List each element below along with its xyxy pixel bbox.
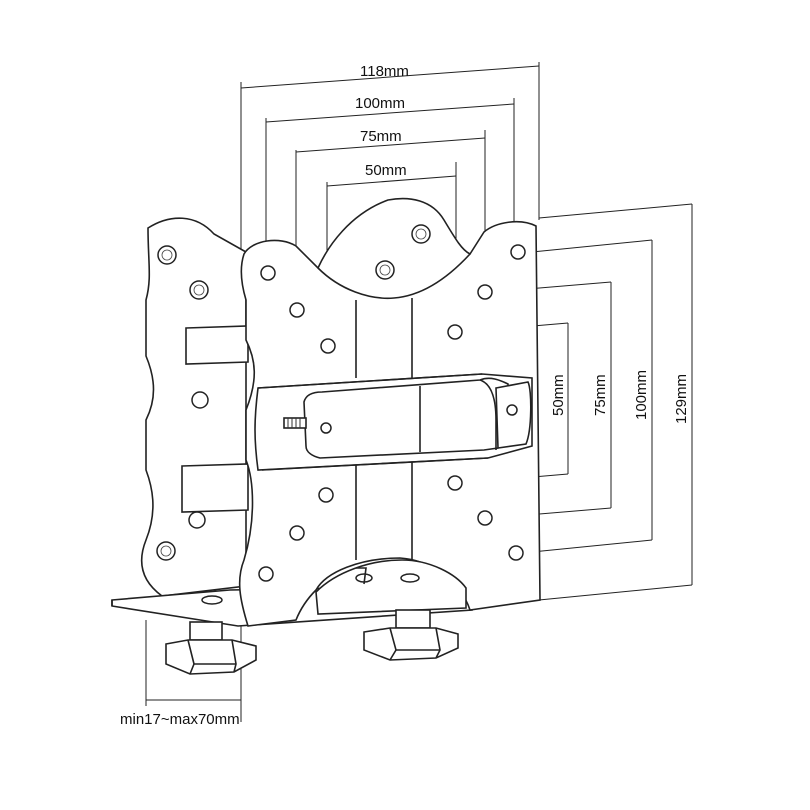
clamp-knob-left <box>165 621 257 675</box>
label-height-75: 75mm <box>592 374 609 416</box>
horizontal-rails <box>181 325 249 513</box>
dimension-labels: 118mm 100mm 75mm 50mm 50mm 75mm 100mm 12… <box>120 63 690 728</box>
label-height-50: 50mm <box>550 374 567 416</box>
label-height-100: 100mm <box>633 370 650 420</box>
clamp-knob-right <box>363 609 459 661</box>
label-height-129: 129mm <box>673 374 690 424</box>
tension-screw <box>283 417 307 429</box>
label-width-100: 100mm <box>355 95 405 112</box>
rear-vesa-plate <box>140 217 247 597</box>
label-clamp-range: min17~max70mm <box>120 711 240 728</box>
label-width-50: 50mm <box>365 162 407 179</box>
right-dimension-lines <box>461 203 693 601</box>
bottom-arch <box>315 559 467 615</box>
label-width-118: 118mm <box>360 63 409 80</box>
label-width-75: 75mm <box>360 128 402 145</box>
clamp-strap <box>303 377 532 459</box>
clamp-dimension-lines <box>145 618 242 722</box>
